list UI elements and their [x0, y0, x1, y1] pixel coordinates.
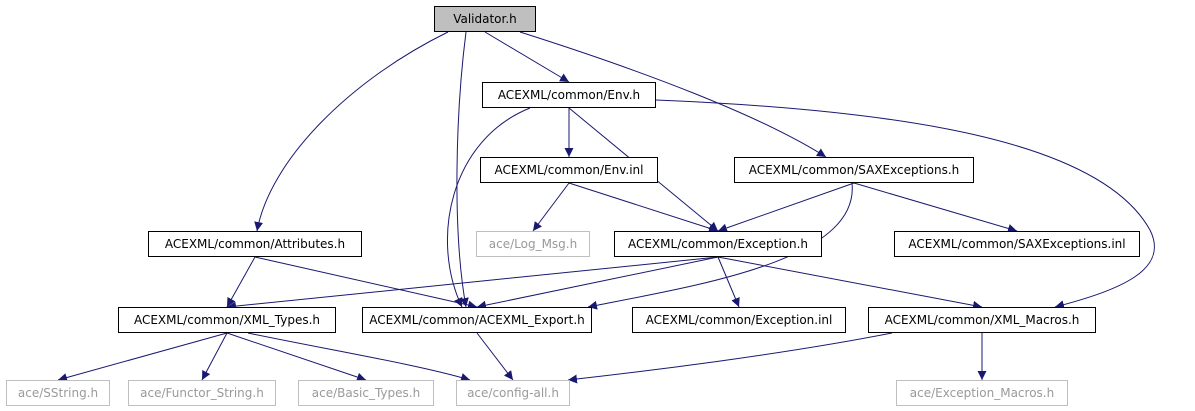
edge-exception-to-export: [476, 256, 719, 310]
edge-exception-to-xml_macros: [717, 256, 983, 310]
node-acexml-export-h[interactable]: ACEXML/common/ACEXML_Export.h: [362, 307, 592, 333]
edge-xml_macros-to-config_all: [567, 332, 893, 384]
node-ace-config-all-h[interactable]: ace/config-all.h: [456, 380, 570, 406]
edge-export-to-config_all: [476, 332, 514, 381]
node-attributes-h[interactable]: ACEXML/common/Attributes.h: [148, 231, 362, 257]
edge-env-to-export: [446, 107, 531, 308]
edge-xml_types-to-functor: [201, 332, 228, 381]
edge-attributes-to-xml_types: [226, 256, 256, 308]
edge-exception-to-xml_types: [226, 256, 719, 311]
node-env-h[interactable]: ACEXML/common/Env.h: [482, 82, 656, 108]
node-ace-sstring-h[interactable]: ace/SString.h: [6, 380, 110, 406]
edge-attributes-to-export: [254, 256, 478, 310]
edge-validator-to-saxexc: [519, 31, 827, 158]
edge-env-to-xml_macros: [655, 99, 1155, 310]
edge-validator-to-export: [456, 31, 469, 308]
edge-validator-to-attributes: [254, 31, 449, 232]
edge-saxexc-to-exception: [717, 182, 855, 233]
node-ace-basic-types-h[interactable]: ace/Basic_Types.h: [298, 380, 434, 406]
node-exception-inl[interactable]: ACEXML/common/Exception.inl: [632, 307, 846, 333]
edge-exception-to-exception_inl: [717, 256, 740, 308]
node-ace-functor-string-h[interactable]: ace/Functor_String.h: [128, 380, 276, 406]
edge-saxexc-to-saxexc_inl: [853, 182, 1018, 233]
node-ace-log-msg-h[interactable]: ace/Log_Msg.h: [476, 231, 590, 257]
edge-xml_types-to-sstring: [57, 332, 228, 382]
node-saxexceptions-inl[interactable]: ACEXML/common/SAXExceptions.inl: [894, 231, 1140, 257]
edge-xml_types-to-basic_types: [226, 332, 367, 382]
node-xml-types-h[interactable]: ACEXML/common/XML_Types.h: [118, 307, 336, 333]
node-saxexceptions-h[interactable]: ACEXML/common/SAXExceptions.h: [734, 157, 974, 183]
node-xml-macros-h[interactable]: ACEXML/common/XML_Macros.h: [868, 307, 1096, 333]
node-ace-exception-macros-h[interactable]: ace/Exception_Macros.h: [896, 380, 1068, 406]
node-exception-h[interactable]: ACEXML/common/Exception.h: [614, 231, 822, 257]
edge-xml_types-to-config_all: [247, 332, 471, 382]
edge-env_inl-to-exception: [568, 182, 719, 233]
node-env-inl[interactable]: ACEXML/common/Env.inl: [480, 157, 658, 183]
node-validator-h[interactable]: Validator.h: [434, 6, 536, 32]
edge-validator-to-env: [484, 31, 570, 83]
edge-env_inl-to-log_msg: [532, 182, 570, 232]
